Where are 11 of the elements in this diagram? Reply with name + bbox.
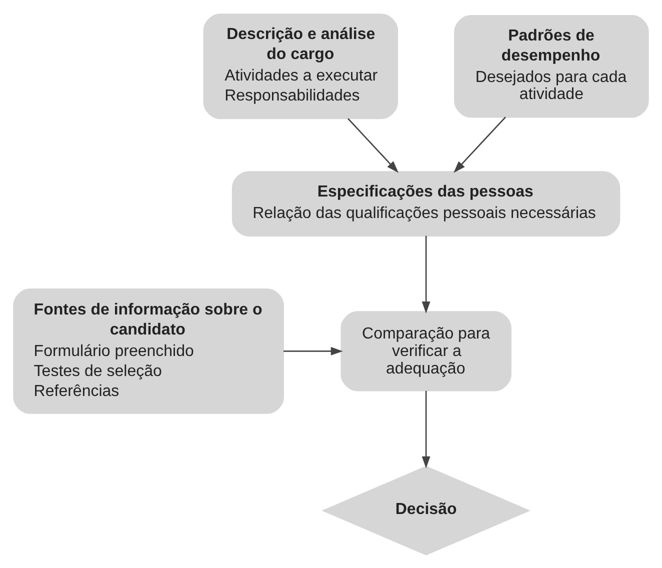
node-box: Descrição e análise do cargo Atividades a executar Responsabilidades — [203, 13, 398, 119]
node-box: Padrões de desempenho Desejados para cada atividade — [454, 14, 649, 118]
node-box: Fontes de informação sobre o candidato Formulário preenchido Testes de seleção Referências — [13, 288, 284, 414]
arrow — [284, 346, 343, 355]
arrow — [454, 116, 506, 172]
node-box: Especificações das pessoas Relação das qualificações pessoais necessárias — [232, 170, 620, 236]
arrow — [422, 235, 430, 313]
node-box: Comparação para verificar a adequação — [340, 310, 512, 391]
node-diamond: Decisão — [322, 465, 530, 555]
arrow — [348, 118, 399, 172]
arrow — [422, 390, 430, 468]
